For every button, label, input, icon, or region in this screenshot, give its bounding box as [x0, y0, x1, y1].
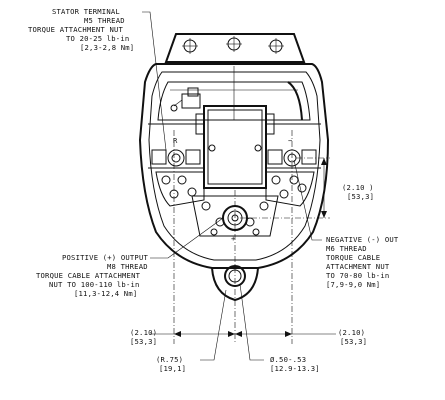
positive-line-5: [11,3-12,4 Nm]: [74, 289, 137, 298]
dim-right-inch: (2.10 ): [342, 183, 374, 192]
diameter-mm: [12.9-13.3]: [270, 364, 320, 373]
stator-line-4: TO 20-25 lb-in: [66, 34, 129, 43]
rectifier-center: [191, 195, 279, 237]
negative-terminal: −: [267, 136, 317, 167]
radius-inch: (R.75): [156, 355, 183, 364]
radius-mm: [19,1]: [159, 364, 186, 373]
dim-bottom-left-inch: (2.10): [130, 328, 157, 337]
positive-line-2: M8 THREAD: [107, 262, 148, 271]
negative-line-5: TO 70-80 lb-in: [326, 271, 389, 280]
diameter-inch: Ø.50-.53: [270, 355, 306, 364]
stator-line-2: M5 THREAD: [84, 16, 125, 25]
stator-line-1: STATOR TERMINAL: [52, 7, 120, 16]
dim-right-mm: [53,3]: [347, 192, 374, 201]
positive-line-4: NUT TO 100-110 lb-in: [49, 280, 140, 289]
positive-line-3: TORQUE CABLE ATTACHMENT: [36, 271, 141, 280]
regulator-box: [195, 105, 275, 189]
dim-bottom-left-mm: [53,3]: [130, 337, 157, 346]
regulator-plug: [170, 87, 201, 112]
callout-positive: POSITIVE (+) OUTPUT M8 THREAD TORQUE CAB…: [36, 217, 224, 298]
dim-right-vertical: (2.10 ) [53,3]: [321, 158, 374, 218]
rectifier-right: [265, 171, 315, 207]
callout-negative: NEGATIVE (-) OUT M6 THREAD TORQUE CABLE …: [293, 159, 399, 289]
stator-line-3: TORQUE ATTACHMENT NUT: [28, 25, 124, 34]
callout-stator: STATOR TERMINAL M5 THREAD TORQUE ATTACHM…: [28, 7, 167, 151]
top-mounting-ear: [164, 33, 306, 63]
plus-mark: +: [231, 234, 236, 243]
stator-terminal: R: [151, 136, 201, 167]
dim-bottom-right-mm: [53,3]: [340, 337, 367, 346]
negative-line-2: M6 THREAD: [326, 244, 367, 253]
minus-mark: −: [288, 136, 293, 145]
dim-diameter: Ø.50-.53 [12.9-13.3]: [239, 283, 320, 373]
negative-line-3: TORQUE CABLE: [326, 253, 380, 262]
negative-line-6: [7,9-9,0 Nm]: [326, 280, 380, 289]
negative-line-1: NEGATIVE (-) OUT: [326, 235, 399, 244]
negative-line-4: ATTACHMENT NUT: [326, 262, 390, 271]
dim-bottom-right-inch: (2.10): [338, 328, 365, 337]
stator-line-5: [2,3-2,8 Nm]: [80, 43, 134, 52]
positive-line-1: POSITIVE (+) OUTPUT: [62, 253, 148, 262]
r-mark: R: [173, 136, 178, 145]
rectifier-left: [155, 171, 205, 207]
dim-radius: (R.75) [19,1]: [156, 289, 227, 373]
dim-bottom: (2.10) [53,3] (2.10) [53,3]: [130, 328, 367, 346]
